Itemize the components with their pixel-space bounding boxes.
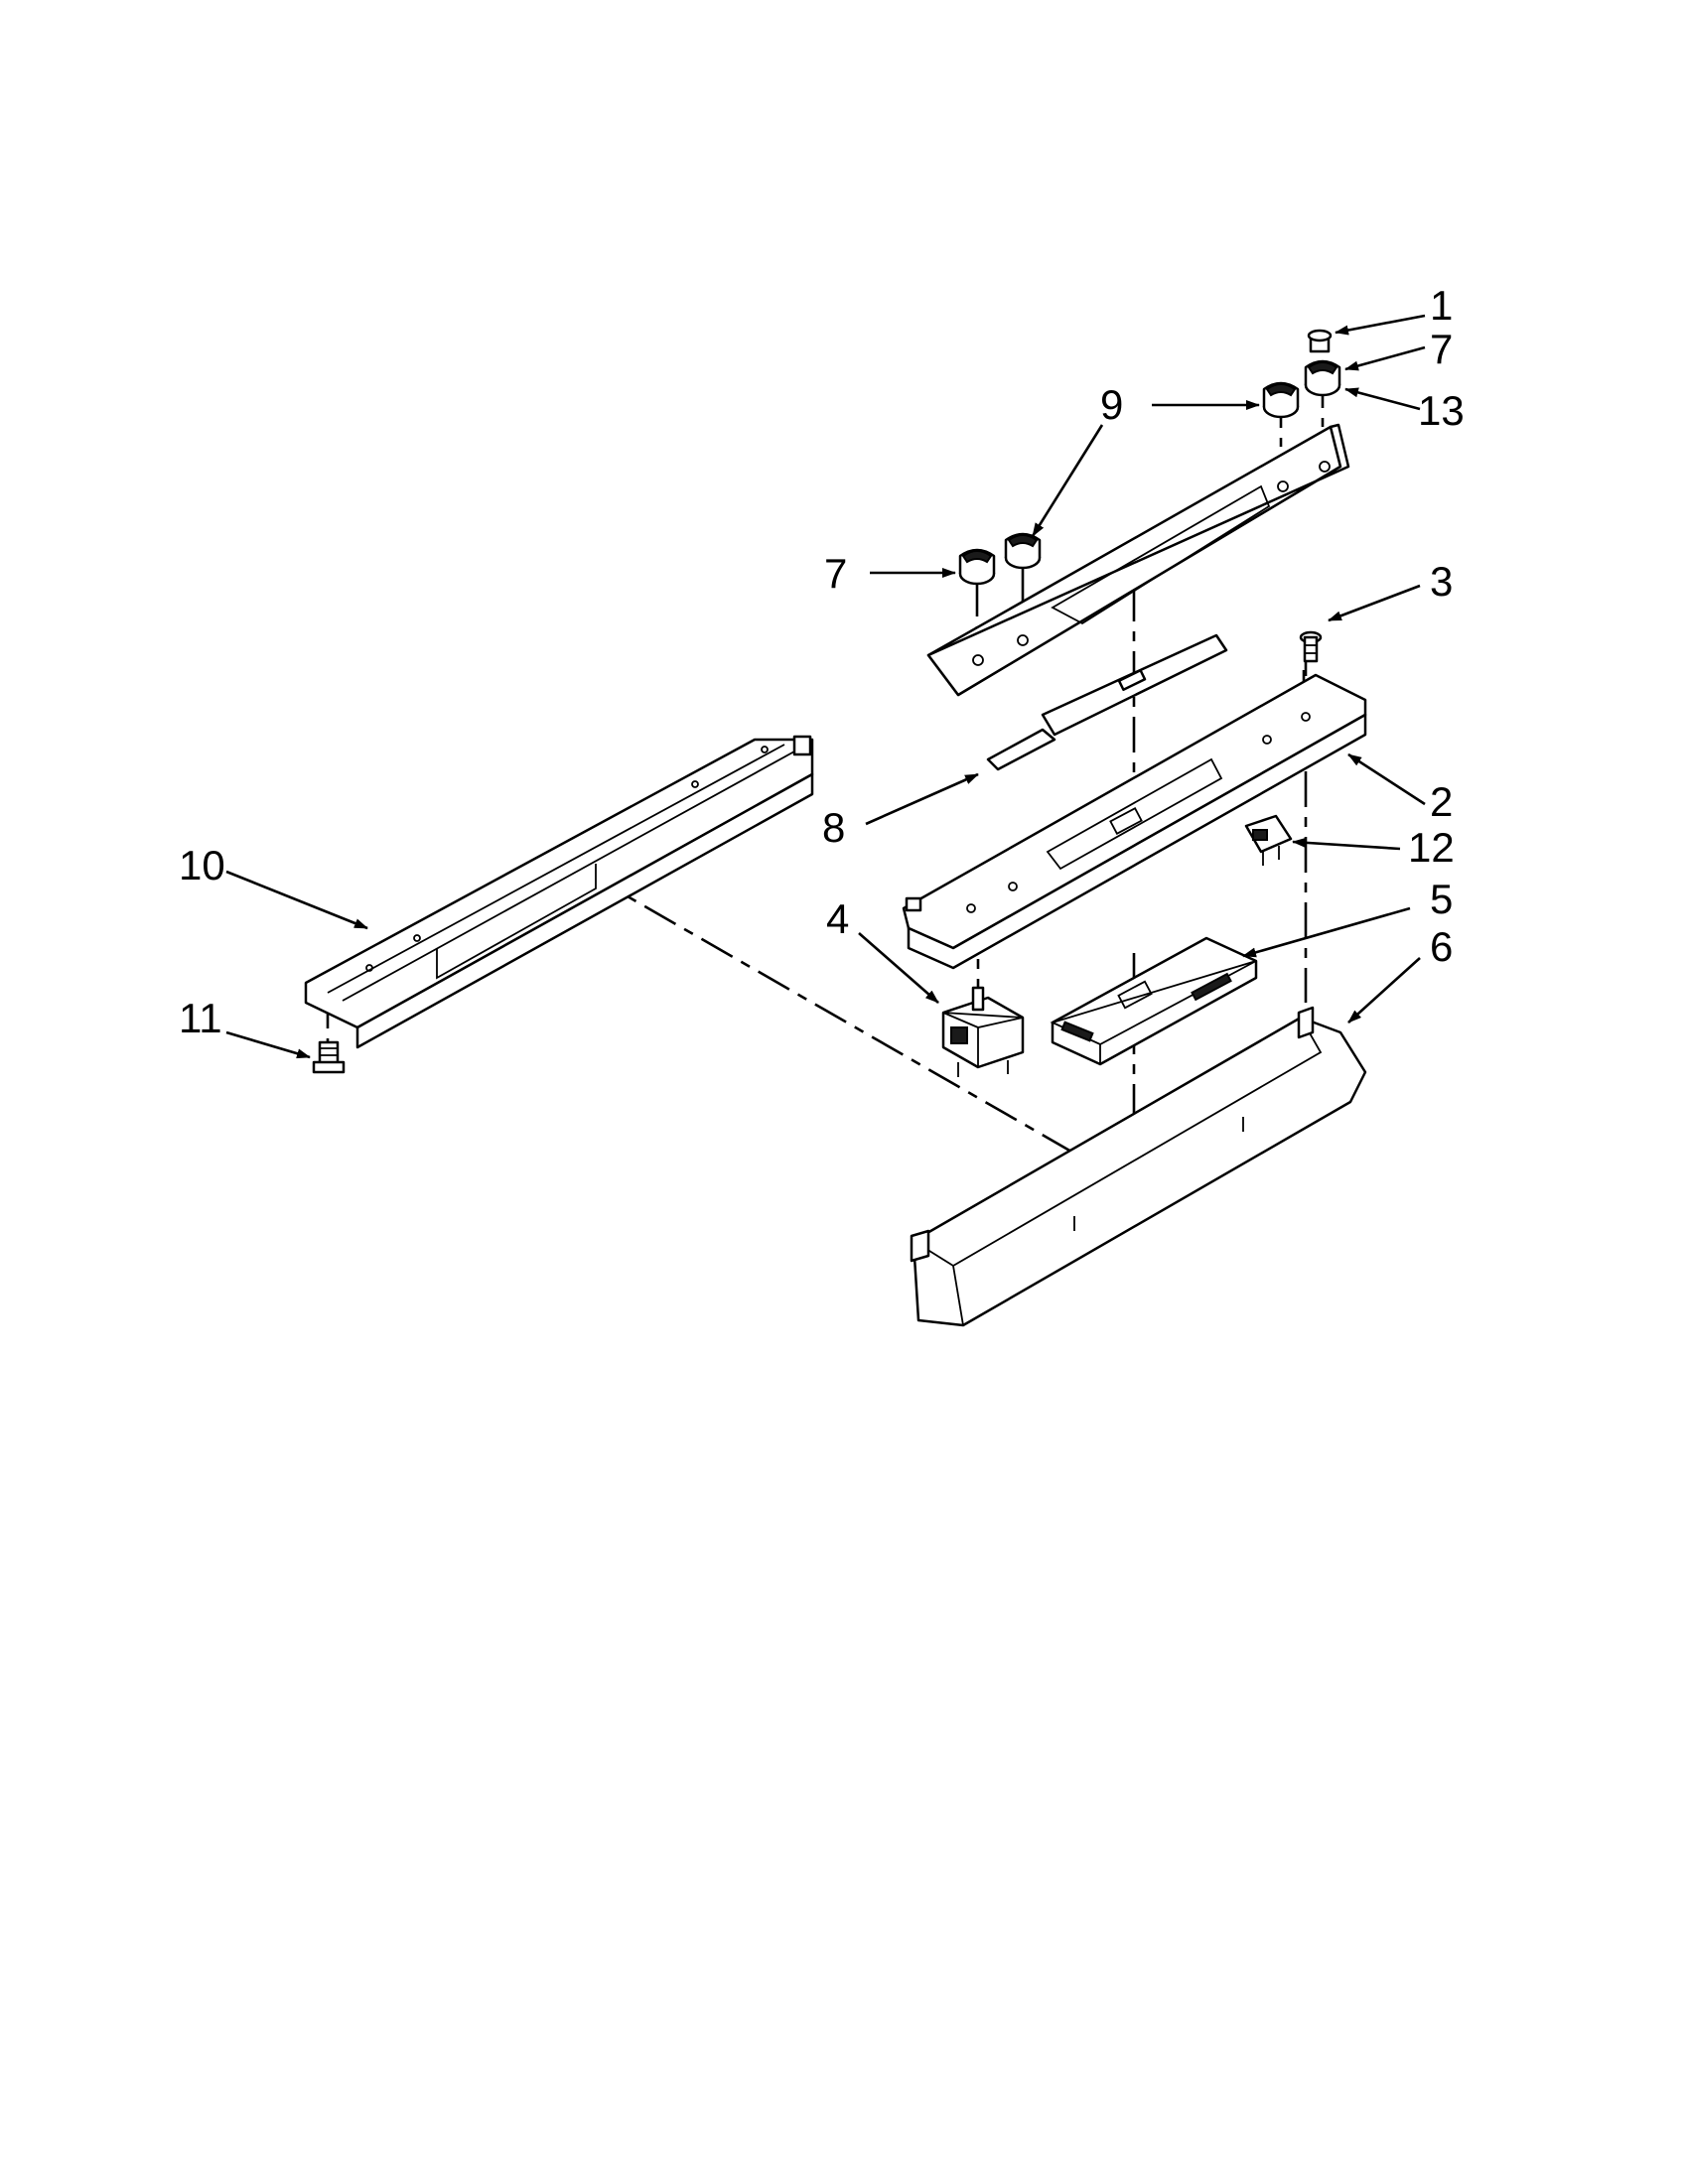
callout-3: 3 (1430, 558, 1453, 605)
bracket-part-10 (304, 735, 814, 1049)
control-panel-part-2 (902, 673, 1367, 970)
screw-part-3 (1299, 630, 1323, 663)
callout-1: 1 (1430, 282, 1453, 329)
callout-7-left: 7 (824, 550, 847, 597)
knob-part-7-left (958, 548, 996, 586)
lower-trim-part-6 (910, 1006, 1367, 1327)
control-panel-trim-part-13 (926, 423, 1350, 697)
leader-lines (225, 314, 1426, 1059)
callout-8: 8 (822, 804, 845, 851)
callout-5: 5 (1430, 876, 1453, 922)
callout-7-top-right: 7 (1430, 326, 1453, 372)
membrane-switch-part-8 (986, 633, 1228, 771)
callout-4: 4 (826, 895, 849, 942)
screw-part-11 (312, 1040, 346, 1074)
callout-6: 6 (1430, 923, 1453, 970)
callout-12: 12 (1408, 824, 1455, 871)
knob-part-9-right (1262, 381, 1300, 419)
callout-2: 2 (1430, 778, 1453, 825)
callout-11: 11 (179, 995, 222, 1041)
callout-numbers: 1 7 9 13 7 3 2 8 12 10 4 5 6 11 (179, 282, 1465, 1041)
button-part-1 (1307, 329, 1333, 353)
selector-switch-part-4 (941, 986, 1025, 1077)
control-board-part-5 (1050, 936, 1258, 1066)
knob-part-9-left (1004, 532, 1042, 570)
knob-part-7-right (1304, 359, 1341, 397)
switch-part-12 (1244, 814, 1293, 866)
callout-13: 13 (1418, 387, 1465, 434)
callout-10: 10 (179, 842, 225, 888)
callout-9: 9 (1100, 381, 1123, 428)
